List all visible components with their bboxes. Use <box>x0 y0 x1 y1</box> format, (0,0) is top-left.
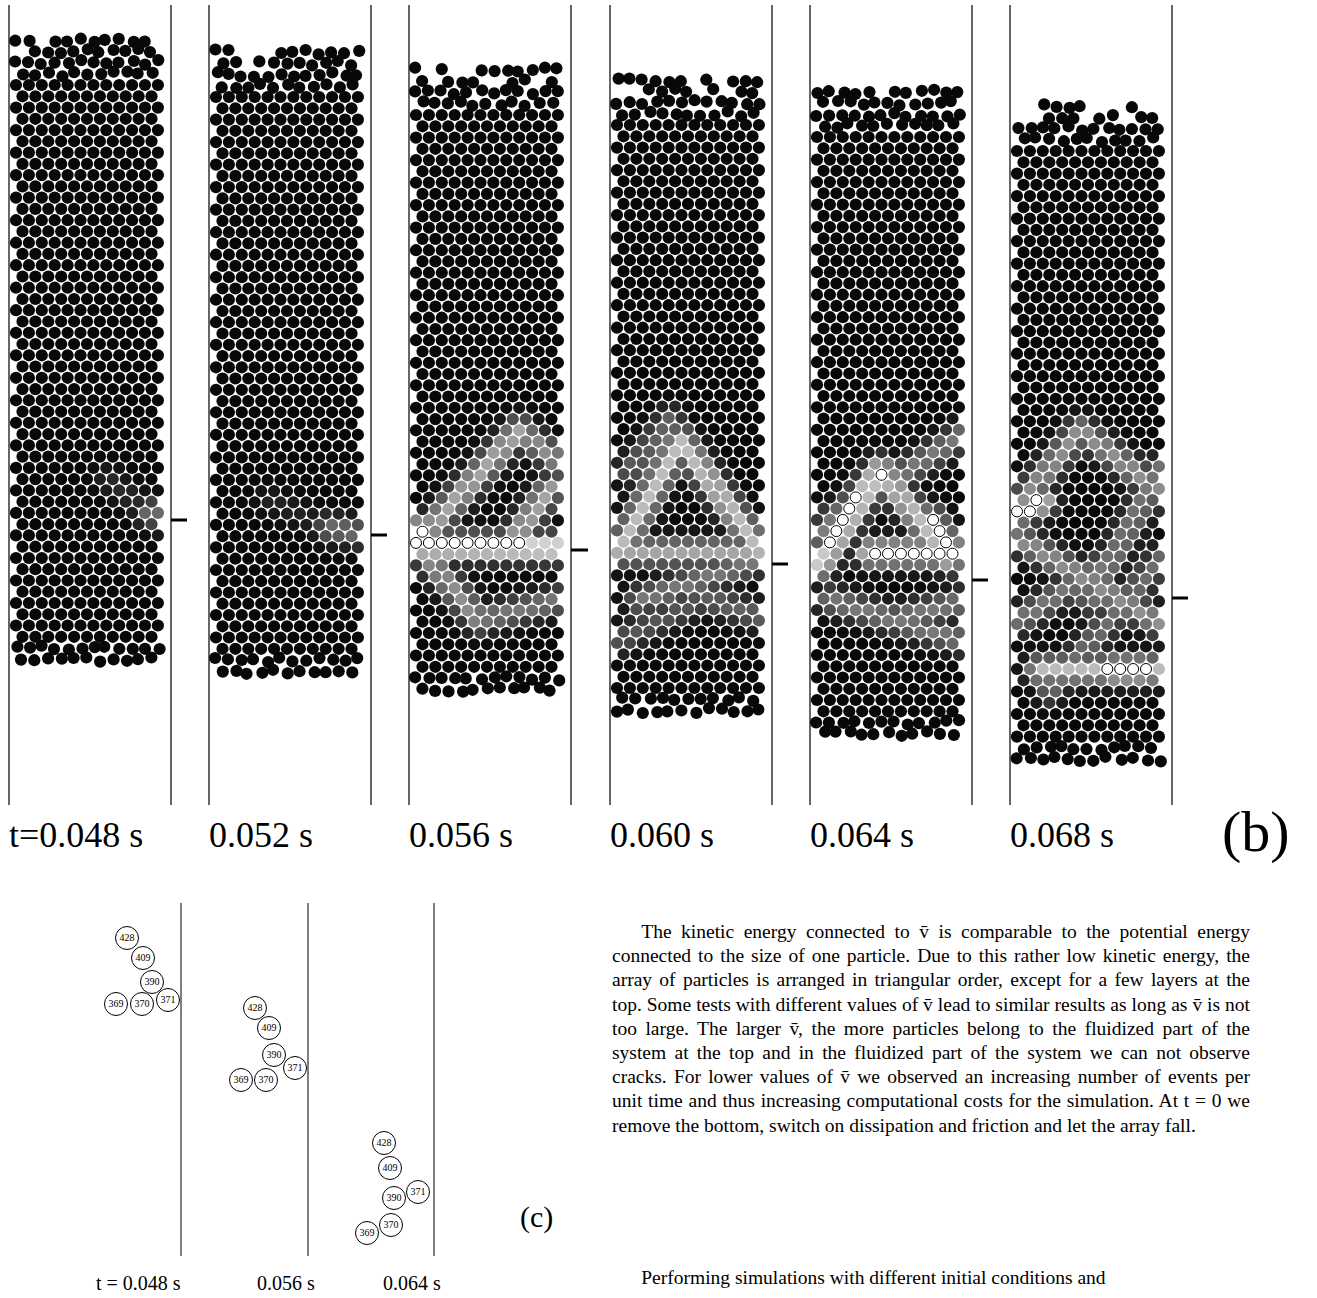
particle-number: 428 <box>377 1138 392 1148</box>
panel-letter: (c) <box>520 1200 553 1233</box>
particle-number: 370 <box>135 999 150 1009</box>
particle-number: 371 <box>161 995 176 1005</box>
particle-number: 371 <box>411 1187 426 1197</box>
particle-number: 428 <box>120 933 135 943</box>
particle-circle: 428 <box>372 1131 396 1155</box>
particle-number: 390 <box>267 1050 282 1060</box>
particle-circle: 409 <box>378 1156 402 1180</box>
particle-number: 369 <box>234 1075 249 1085</box>
particle-circle: 428 <box>115 926 139 950</box>
time-label: 0.052 s <box>209 816 313 856</box>
particle-number: 428 <box>248 1003 263 1013</box>
time-label: 0.056 s <box>257 1272 315 1294</box>
particle-number: 371 <box>288 1063 303 1073</box>
particle-circle: 371 <box>283 1056 307 1080</box>
time-label: 0.064 s <box>383 1272 441 1294</box>
time-label: 0.056 s <box>409 816 513 856</box>
body-paragraph: Performing simulations with different in… <box>612 1266 1250 1290</box>
particle-circle: 369 <box>229 1068 253 1092</box>
particle-number: 370 <box>384 1220 399 1230</box>
particle-number: 370 <box>259 1075 274 1085</box>
particle-circle: 409 <box>131 946 155 970</box>
particle-number: 409 <box>136 953 151 963</box>
time-label: 0.064 s <box>810 816 914 856</box>
particle-number: 369 <box>109 999 124 1009</box>
container-walls <box>9 5 1172 805</box>
particle-number: 409 <box>262 1023 277 1033</box>
body-paragraph: The kinetic energy connected to v̄ is co… <box>612 920 1250 1138</box>
particle-circle: 371 <box>156 988 180 1012</box>
particle-circle: 390 <box>382 1186 406 1210</box>
particle-circle: 371 <box>406 1180 430 1204</box>
particle-number: 390 <box>387 1193 402 1203</box>
particle-number: 369 <box>360 1228 375 1238</box>
particle-array <box>9 33 1167 768</box>
particle-circle: 409 <box>257 1016 281 1040</box>
panel-letter: (b) <box>1222 800 1290 864</box>
particle-circle: 370 <box>254 1068 278 1092</box>
time-label: t = 0.048 s <box>96 1272 181 1294</box>
height-markers <box>171 520 1188 598</box>
particle-number: 409 <box>383 1163 398 1173</box>
particle-circle: 370 <box>379 1213 403 1237</box>
particle-circle: 370 <box>130 992 154 1016</box>
tracking-walls <box>181 903 434 1256</box>
time-label: 0.068 s <box>1010 816 1114 856</box>
particle-circle: 390 <box>262 1043 286 1067</box>
time-label: 0.060 s <box>610 816 714 856</box>
particle-circle: 369 <box>355 1221 379 1245</box>
particle-number: 390 <box>145 977 160 987</box>
particle-circle: 369 <box>104 992 128 1016</box>
time-label: t=0.048 s <box>9 816 143 856</box>
